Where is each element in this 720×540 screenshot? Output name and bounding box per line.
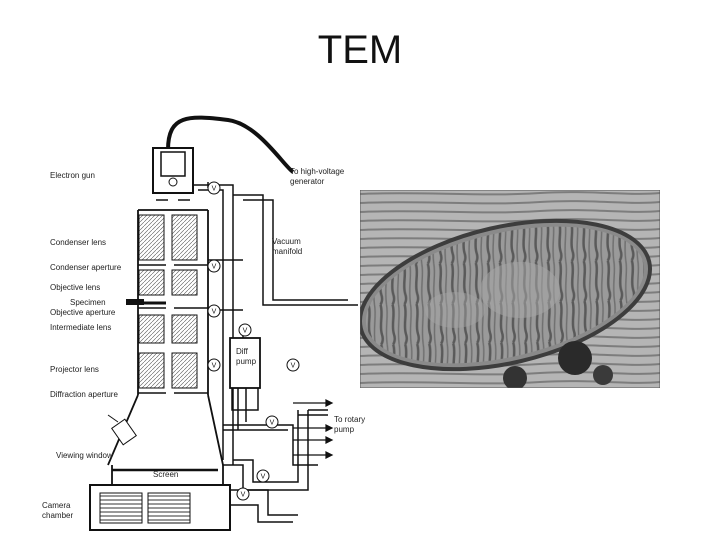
svg-text:V: V [270, 420, 275, 427]
dark-granule [503, 366, 527, 388]
high-voltage-cable [166, 115, 295, 174]
label-screen: Screen [153, 470, 178, 479]
valve-icons: V V V V V V V V V [207, 181, 300, 501]
viewing-window-icon [107, 414, 137, 446]
tem-schematic-diagram: V V V V V V V V V Electron gun To high-v… [42, 115, 365, 531]
label-specimen: Specimen [70, 298, 106, 307]
label-condenser-aperture: Condenser aperture [50, 263, 122, 272]
svg-text:V: V [261, 474, 266, 481]
svg-text:V: V [212, 264, 217, 271]
rotary-pump-arrows [293, 399, 334, 459]
label-objective-lens: Objective lens [50, 283, 100, 292]
valve-icon: V [207, 259, 221, 273]
condenser-lens [138, 214, 198, 261]
projector-lens [138, 352, 198, 389]
label-projector-lens: Projector lens [50, 365, 99, 374]
svg-text:V: V [291, 363, 296, 370]
label-diffraction-aperture: Diffraction aperture [50, 390, 118, 399]
valve-icon: V [207, 304, 221, 318]
valve-icon: V [207, 181, 221, 195]
camera-chamber [89, 465, 231, 531]
svg-text:V: V [243, 328, 248, 335]
valve-icon: V [286, 358, 300, 372]
valve-icon: V [256, 469, 270, 483]
dark-granule [593, 365, 613, 385]
label-intermediate-lens: Intermediate lens [50, 323, 111, 332]
svg-text:V: V [212, 363, 217, 370]
svg-text:V: V [212, 186, 217, 193]
diffusion-pump [229, 337, 261, 411]
valve-icon: V [238, 323, 252, 337]
valve-icon: V [236, 487, 250, 501]
valve-icon: V [265, 415, 279, 429]
mitochondrion-micrograph [360, 190, 660, 388]
specimen-holder [126, 299, 144, 305]
slide-title: TEM [317, 28, 403, 72]
label-viewing-window: Viewing window [56, 451, 113, 460]
valve-icon: V [207, 358, 221, 372]
svg-text:V: V [241, 492, 246, 499]
label-objective-aperture: Objective aperture [50, 308, 116, 317]
label-electron-gun: Electron gun [50, 171, 95, 180]
intermediate-lens [138, 314, 198, 344]
electron-gun [152, 147, 194, 201]
dark-granule [558, 341, 592, 375]
svg-text:V: V [212, 309, 217, 316]
label-condenser-lens: Condenser lens [50, 238, 106, 247]
objective-lens [138, 269, 198, 296]
